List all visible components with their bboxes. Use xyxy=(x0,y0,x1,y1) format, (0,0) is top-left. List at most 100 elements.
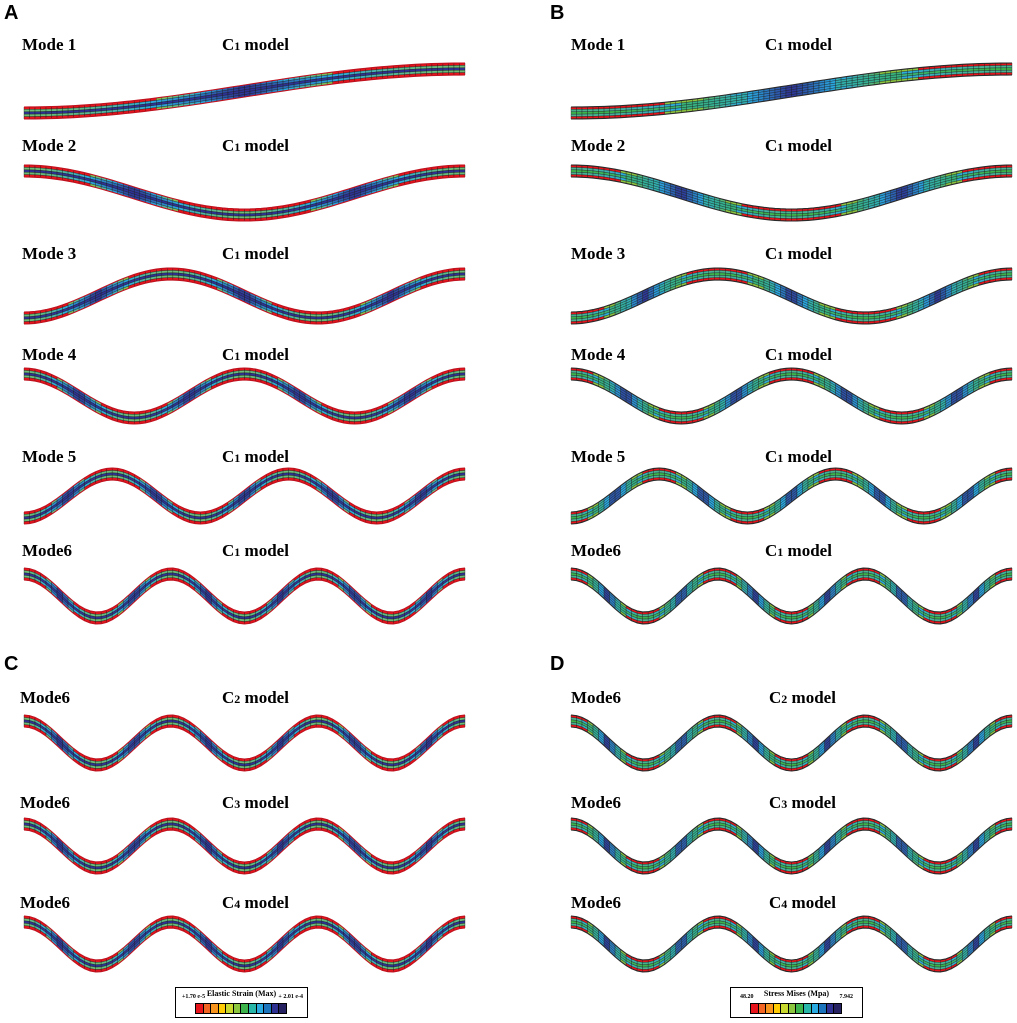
mesh-cell xyxy=(719,270,726,274)
mesh-cell xyxy=(862,570,869,574)
model-label: C1 model xyxy=(222,541,289,561)
mesh-cell xyxy=(233,213,240,217)
mesh-cell xyxy=(420,70,427,74)
model-label: C1 model xyxy=(765,447,832,467)
mesh-cell xyxy=(791,215,798,219)
mesh-cell xyxy=(978,65,985,69)
model-letter: C xyxy=(222,35,235,54)
mesh-cell xyxy=(609,108,616,112)
mesh-cell xyxy=(714,272,721,276)
panel-c-letter: C xyxy=(4,653,19,675)
mesh-cell xyxy=(576,109,583,112)
model-letter: C xyxy=(222,688,235,707)
mesh-cell xyxy=(934,618,941,622)
mesh-cell xyxy=(984,70,991,74)
mesh-cell xyxy=(609,112,616,116)
mesh-cell xyxy=(453,65,460,69)
mesh-cell xyxy=(172,272,179,276)
panel-d-letter: D xyxy=(550,653,565,675)
beam-bottom-edge xyxy=(23,479,466,525)
model-label: C1 model xyxy=(222,345,289,365)
mesh-cell xyxy=(453,167,460,171)
beam-top-edge xyxy=(570,567,1013,613)
mesh-cell xyxy=(570,172,577,175)
mode-shape-beam xyxy=(570,267,1013,325)
model-letter: C xyxy=(222,447,235,466)
mesh-cell xyxy=(459,275,466,278)
mesh-cell xyxy=(23,109,30,112)
mesh-cell xyxy=(796,213,803,217)
mesh-cell xyxy=(167,270,174,274)
beam-bottom-edge xyxy=(570,579,1013,625)
mesh-cell xyxy=(984,65,991,69)
model-subscript: 1 xyxy=(234,545,241,559)
mesh-cell xyxy=(23,316,30,320)
beam-top-edge xyxy=(23,467,466,513)
mesh-cell xyxy=(989,70,996,74)
mesh-cell xyxy=(437,65,444,69)
model-suffix: model xyxy=(783,541,832,560)
model-subscript: 1 xyxy=(234,140,241,154)
mesh-cell xyxy=(249,215,256,219)
mesh-cell xyxy=(310,316,317,320)
model-suffix: model xyxy=(783,244,832,263)
mesh-cell xyxy=(592,108,599,112)
beam-bottom-edge xyxy=(570,479,1013,525)
mesh-cell xyxy=(576,169,583,173)
mesh-cell xyxy=(448,65,455,69)
mesh-cell xyxy=(857,313,864,317)
model-label: C1 model xyxy=(765,244,832,264)
mesh-cell xyxy=(459,67,466,71)
mode-label: Mode 1 xyxy=(571,35,626,54)
mesh-cell xyxy=(40,108,47,112)
mesh-cell xyxy=(796,210,803,214)
mesh-cell xyxy=(967,70,974,74)
mesh-cell xyxy=(167,572,174,576)
mesh-cell xyxy=(437,70,444,74)
mesh-cell xyxy=(420,66,427,70)
mesh-cell xyxy=(431,68,438,71)
mesh-cell xyxy=(23,111,30,115)
model-subscript: 1 xyxy=(777,451,784,465)
mesh-cell xyxy=(431,70,438,74)
mesh-cell xyxy=(51,108,58,112)
model-subscript: 2 xyxy=(234,692,241,706)
mesh-cell xyxy=(570,167,577,171)
beam-bottom-edge xyxy=(23,176,466,222)
mesh-cell xyxy=(34,113,41,117)
mesh-cell xyxy=(719,272,726,276)
mode-shape-beam xyxy=(23,467,466,525)
mesh-cell xyxy=(978,70,985,74)
mesh-cell xyxy=(587,113,594,117)
mesh-cell xyxy=(780,215,787,219)
mesh-cell xyxy=(576,111,583,115)
mesh-cell xyxy=(576,113,583,117)
model-subscript: 1 xyxy=(777,248,784,262)
model-letter: C xyxy=(222,244,235,263)
mesh-cell xyxy=(315,316,322,320)
mode-shape-beam xyxy=(23,267,466,325)
mesh-cell xyxy=(459,270,466,274)
mode-shape-beam xyxy=(23,567,466,625)
mesh-cell xyxy=(315,575,322,579)
mode-label: Mode 2 xyxy=(22,136,77,155)
model-label: C1 model xyxy=(765,35,832,55)
mesh-cell xyxy=(1000,65,1007,69)
mesh-cell xyxy=(780,213,787,217)
beam-bottom-edge xyxy=(23,279,466,325)
mesh-cell xyxy=(1000,70,1007,73)
mesh-cell xyxy=(453,67,460,71)
model-letter: C xyxy=(765,345,778,364)
mesh-cell xyxy=(95,760,102,764)
mesh-cell xyxy=(249,210,256,214)
mesh-cell xyxy=(609,110,616,114)
mesh-cell xyxy=(315,570,322,574)
mesh-cell xyxy=(387,618,394,622)
model-suffix: model xyxy=(240,688,289,707)
mesh-cell xyxy=(785,211,792,214)
mode-shape-beam xyxy=(570,164,1013,222)
beam-top-edge xyxy=(570,267,1013,313)
mesh-cell xyxy=(714,570,721,574)
beam-bottom-edge xyxy=(570,176,1013,222)
mesh-cell xyxy=(570,318,577,322)
